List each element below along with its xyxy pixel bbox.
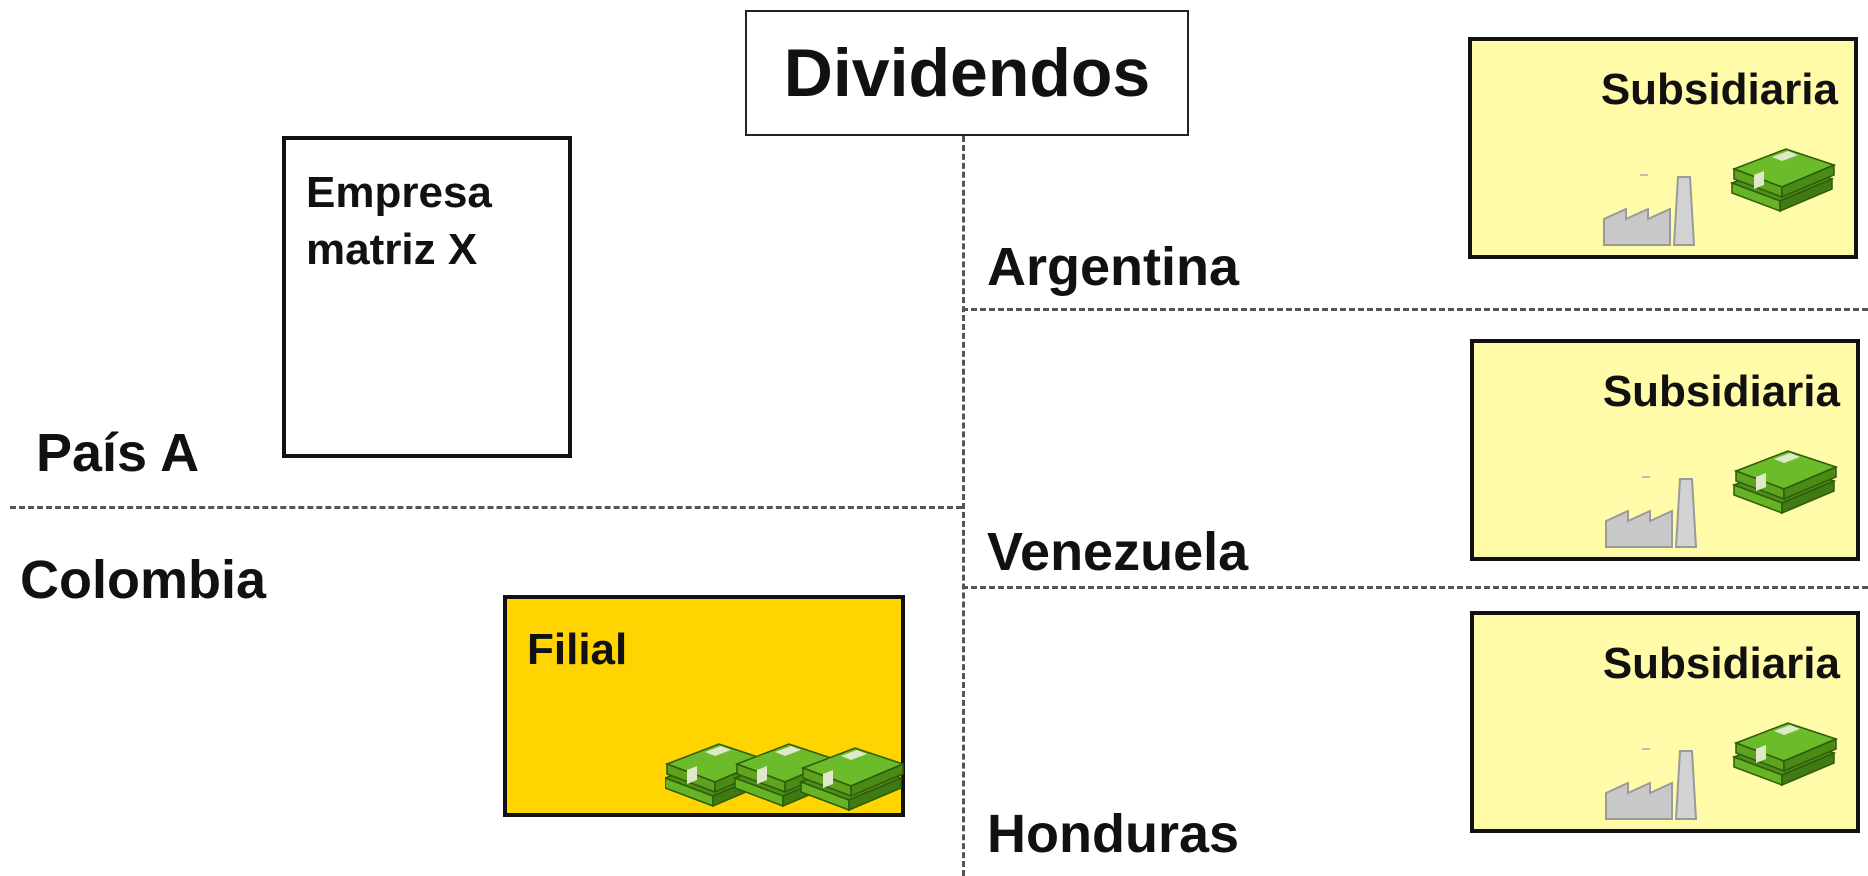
region-label-argentina: Argentina (987, 237, 1240, 297)
subsidiary-box-honduras: Subsidiaria (1470, 611, 1860, 833)
title-box: Dividendos (745, 10, 1189, 136)
subsidiary-label: Subsidiaria (1602, 367, 1840, 416)
parent-company-label: Empresa matriz X (306, 164, 492, 278)
diagram-title: Dividendos (783, 35, 1151, 111)
parent-company-line-2: matriz X (306, 225, 478, 275)
subsidiary-label: Subsidiaria (1602, 639, 1840, 688)
money-stack-icon (665, 743, 904, 811)
subsidiary-box-argentina: Subsidiaria (1468, 37, 1858, 259)
parent-company-box: Empresa matriz X (282, 136, 572, 458)
region-label-honduras: Honduras (987, 804, 1240, 864)
factory-money-icon (1603, 148, 1835, 246)
region-label-colombia: Colombia (20, 550, 267, 610)
divider-venezuela-honduras (962, 586, 1868, 589)
divider-pais-a-colombia (10, 506, 962, 509)
divider-argentina-venezuela (962, 308, 1868, 311)
factory-money-icon (1605, 722, 1837, 820)
factory-money-icon (1605, 450, 1837, 548)
region-label-venezuela: Venezuela (987, 522, 1249, 582)
region-label-pais-a: País A (36, 423, 200, 483)
branch-label: Filial (527, 625, 628, 674)
branch-box: Filial (503, 595, 905, 817)
vertical-divider (962, 136, 965, 876)
parent-company-line-1: Empresa (306, 168, 492, 217)
subsidiary-label: Subsidiaria (1600, 65, 1838, 114)
subsidiary-box-venezuela: Subsidiaria (1470, 339, 1860, 561)
